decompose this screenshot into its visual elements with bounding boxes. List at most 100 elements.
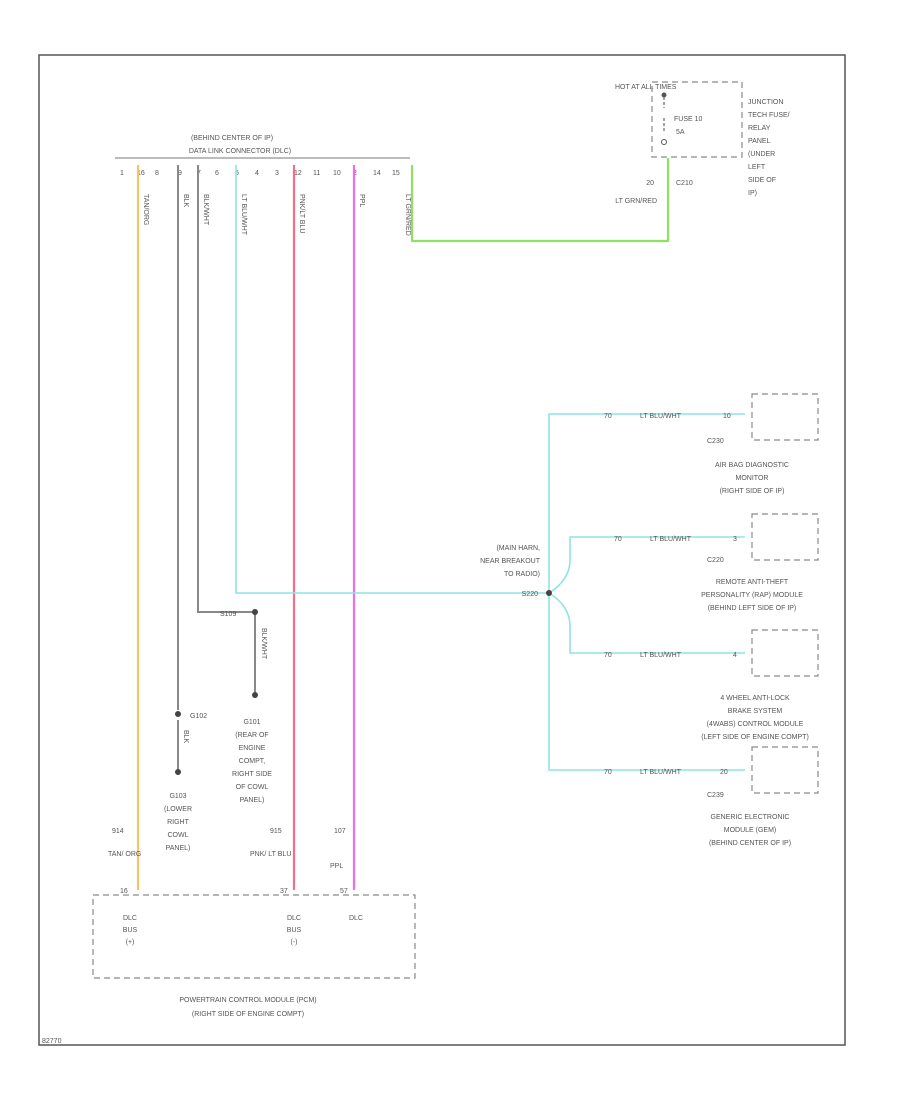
wire-blue-main xyxy=(235,165,549,594)
pcm-wire-color: PPL xyxy=(330,863,343,870)
ground-g103-name: RIGHT xyxy=(167,819,190,826)
ground-g103-dot xyxy=(175,769,181,775)
wire-label-black: BLK xyxy=(182,194,189,208)
module-name-line: (LEFT SIDE OF ENGINE COMPT) xyxy=(701,734,809,741)
wire-label-pink: PNK/LT BLU xyxy=(298,194,305,233)
hot-at-all-times-label: HOT AT ALL TIMES xyxy=(615,84,677,91)
module-circuit: 70 xyxy=(604,769,612,776)
junction-box-name: JUNCTION TECH FUSE/ RELAY PANEL (UNDER L… xyxy=(748,99,790,197)
dlc-pin: 1 xyxy=(120,170,124,177)
module-name-line: (BEHIND LEFT SIDE OF IP) xyxy=(708,605,797,612)
ground-g103-name: PANEL) xyxy=(166,845,191,852)
splice-g102-label: G102 xyxy=(190,713,207,720)
wire-label-magenta: PPL xyxy=(358,194,365,207)
pcm-pin-label: DLC xyxy=(349,915,363,922)
dlc-pin: 8 xyxy=(155,170,159,177)
module-wire-color: LT BLU/WHT xyxy=(640,413,682,420)
module-name-line: GENERIC ELECTRONIC xyxy=(711,814,790,821)
wire-black-white xyxy=(197,165,255,613)
pcm-box xyxy=(92,894,416,979)
pcm-pin-label: DLC xyxy=(123,915,137,922)
module-name-line: PERSONALITY (RAP) MODULE xyxy=(701,592,803,599)
module-circuit: 70 xyxy=(614,536,622,543)
dlc-pin: 3 xyxy=(275,170,279,177)
wire-blue-branch-4 xyxy=(548,593,745,771)
module-pin: 10 xyxy=(723,413,731,420)
module-name-line: BRAKE SYSTEM xyxy=(728,708,783,715)
splice-s109-dot xyxy=(252,609,258,615)
junction-box-name-line: RELAY xyxy=(748,125,771,132)
dlc-pin: 15 xyxy=(392,170,400,177)
splice-s109-label: S109 xyxy=(220,611,236,618)
junction-box-name-line: (UNDER xyxy=(748,151,775,158)
wire-label-blue: LT BLU/WHT xyxy=(240,194,247,236)
ground-g101-name: ENGINE xyxy=(239,745,266,752)
dlc-pin: 9 xyxy=(178,170,182,177)
module-name-line: (RIGHT SIDE OF IP) xyxy=(720,488,785,495)
module-name-line: AIR BAG DIAGNOSTIC xyxy=(715,462,789,469)
pcm-pin: 57 xyxy=(340,888,348,895)
module-connector: C239 xyxy=(707,792,724,799)
pcm-pin: 37 xyxy=(280,888,288,895)
wire-green xyxy=(410,158,670,243)
junction-fuse-box xyxy=(651,81,743,158)
wire-blue-branch-2 xyxy=(548,536,745,594)
module-name-line: REMOTE ANTI-THEFT xyxy=(716,579,789,586)
fuse-rating: 5A xyxy=(676,129,685,136)
fuse-name: FUSE 10 xyxy=(674,116,703,123)
splice-name-line: NEAR BREAKOUT xyxy=(480,558,541,565)
pcm-pin-label: (-) xyxy=(291,939,298,946)
dlc-pin: 6 xyxy=(215,170,219,177)
splice-id: S220 xyxy=(522,591,538,598)
diagram-frame xyxy=(38,54,846,1046)
wire-label-black-white: BLK/WHT xyxy=(202,194,209,226)
splice-dot xyxy=(546,590,552,596)
junction-box-name-line: IP) xyxy=(748,190,757,197)
pcm-circuit: 915 xyxy=(270,828,282,835)
ground-g101-name: PANEL) xyxy=(240,797,265,804)
module-wire-color: LT BLU/WHT xyxy=(650,536,692,543)
module-name-line: (BEHIND CENTER OF IP) xyxy=(709,840,791,847)
ground-wire-blkwht: BLK/WHT xyxy=(260,628,267,660)
pcm-pin-label: BUS xyxy=(123,927,138,934)
module-circuit: 70 xyxy=(604,413,612,420)
ground-wire-blk: BLK xyxy=(182,730,189,744)
module-name-line: MONITOR xyxy=(736,475,769,482)
module-connector: C220 xyxy=(707,557,724,564)
gem-module-box xyxy=(751,746,819,794)
wire-label-orange: TAN/ORG xyxy=(142,194,149,225)
junction-circuit-number: 20 xyxy=(646,180,654,187)
junction-box-name-line: JUNCTION xyxy=(748,99,783,106)
junction-box-name-line: SIDE OF xyxy=(748,177,776,184)
module-circuit: 70 xyxy=(604,652,612,659)
dlc-pin: 12 xyxy=(294,170,302,177)
splice-g102-dot xyxy=(175,711,181,717)
dlc-pin: 10 xyxy=(333,170,341,177)
wire-blue-branch-1 xyxy=(548,413,745,593)
pcm-wire-color: PNK/ LT BLU xyxy=(250,851,291,858)
dlc-pin: 5 xyxy=(235,170,239,177)
pcm-pin: 16 xyxy=(120,888,128,895)
module-pin: 20 xyxy=(720,769,728,776)
ground-g101-name: G101 xyxy=(243,719,260,726)
ground-g103-name: (LOWER xyxy=(164,806,192,813)
ground-g101-name: OF COWL xyxy=(236,784,269,791)
pcm-name: POWERTRAIN CONTROL MODULE (PCM) xyxy=(179,997,316,1004)
dlc-pin: 14 xyxy=(373,170,381,177)
rap-module-box xyxy=(751,513,819,561)
ground-g101-name: RIGHT SIDE xyxy=(232,771,272,778)
module-pin: 3 xyxy=(733,536,737,543)
pcm-pin-label: (+) xyxy=(126,939,135,946)
dlc-pin: 11 xyxy=(313,170,320,177)
module-name-line: 4 WHEEL ANTI-LOCK xyxy=(720,695,790,702)
pcm-pin-label: DLC xyxy=(287,915,301,922)
pcm-location: (RIGHT SIDE OF ENGINE COMPT) xyxy=(192,1011,304,1018)
fuse-terminal-top xyxy=(661,92,667,98)
module-wire-color: LT BLU/WHT xyxy=(640,652,682,659)
air-bag-monitor-box xyxy=(751,393,819,441)
splice-name-line: (MAIN HARN, xyxy=(496,545,540,552)
ground-g103-name: G103 xyxy=(169,793,186,800)
ground-g103-name: COWL xyxy=(168,832,189,839)
module-connector: C230 xyxy=(707,438,724,445)
